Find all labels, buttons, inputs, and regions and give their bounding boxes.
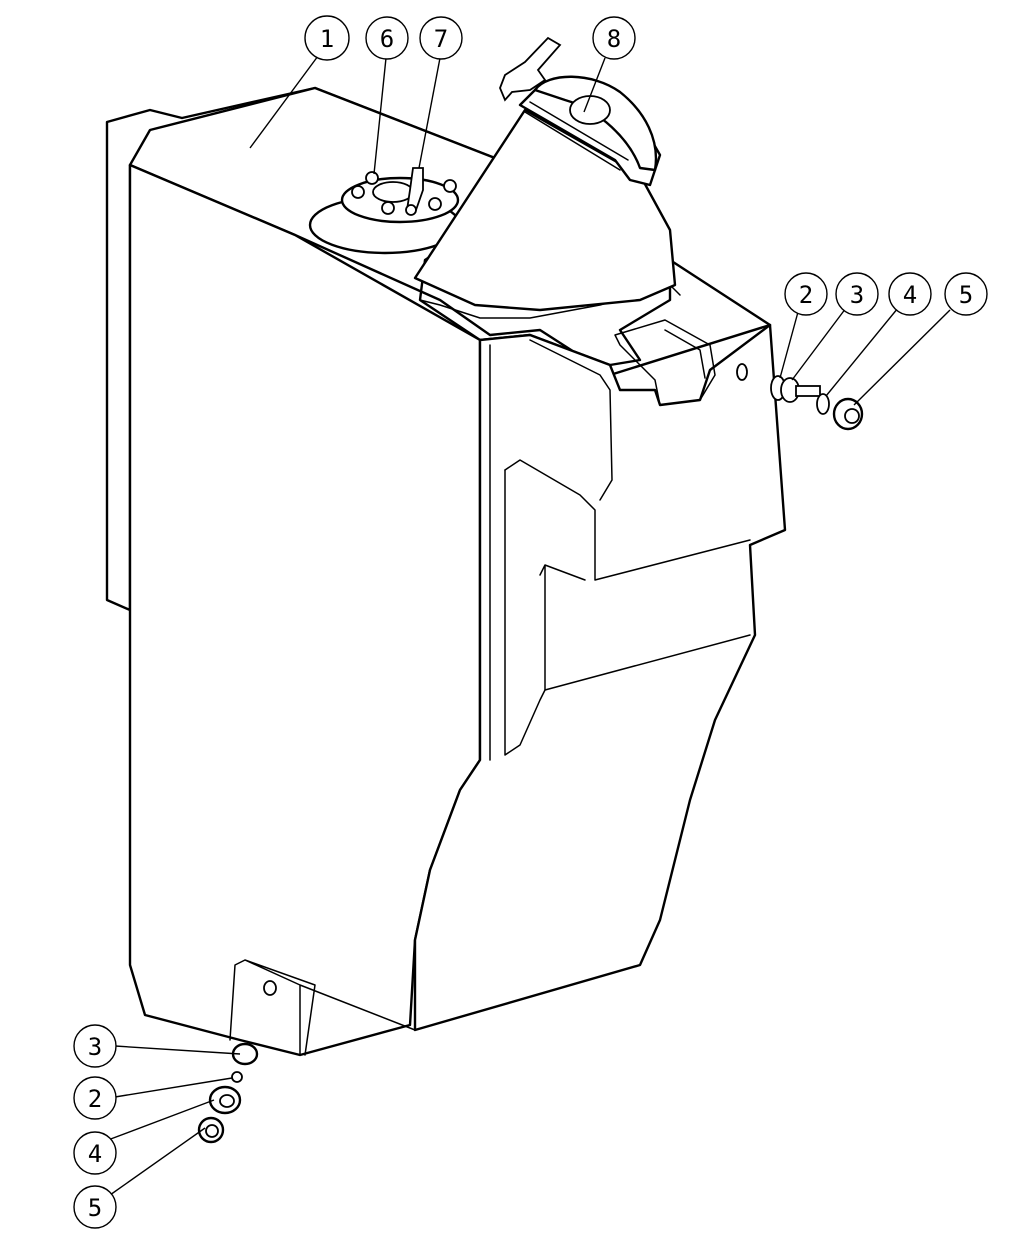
tank-lower-panel	[229, 959, 416, 1056]
callout-balloons: 1 6 7 8 2 3 4 5	[73, 15, 988, 1229]
tank-right-face	[413, 323, 787, 1032]
tank-top-pocket	[614, 319, 716, 406]
balloon-2-left-label: 2	[88, 1085, 102, 1113]
balloon-3-right-label: 3	[850, 281, 864, 309]
balloon-8: 8	[592, 16, 636, 60]
right-nut-bore	[844, 408, 860, 424]
filler-neck	[413, 108, 677, 312]
leader-3l	[114, 1045, 241, 1055]
filler-neck-assembly	[413, 36, 677, 312]
balloon-5-right-label: 5	[959, 281, 973, 309]
balloon-4-left-label: 4	[88, 1140, 102, 1168]
balloon-5-left: 5	[73, 1185, 117, 1229]
balloon-4-left: 4	[73, 1131, 117, 1175]
balloon-7-label: 7	[434, 25, 448, 53]
mounting-hole-lower	[263, 980, 277, 996]
fuel-tank-body	[105, 86, 787, 1057]
sender-bolt-2	[351, 185, 365, 199]
balloon-5-left-label: 5	[88, 1194, 102, 1222]
right-washer-4	[816, 393, 830, 415]
leader-5r	[853, 309, 951, 406]
tank-step-edge-4	[529, 339, 613, 501]
balloon-2-left: 2	[73, 1076, 117, 1120]
balloon-5-right: 5	[944, 272, 988, 316]
balloon-2-right: 2	[784, 272, 828, 316]
lower-washer-4-bore	[219, 1094, 235, 1108]
sender-bolt-1	[365, 171, 379, 185]
mounting-hole-right	[736, 363, 748, 381]
balloon-2-right-label: 2	[799, 281, 813, 309]
tank-step-edge-3	[539, 564, 586, 691]
balloon-1: 1	[304, 15, 350, 61]
lower-nut-bore	[205, 1124, 219, 1138]
balloon-3-right: 3	[835, 272, 879, 316]
tank-step-edge-2	[504, 469, 751, 756]
filler-cap-window	[569, 95, 611, 125]
balloon-3-left: 3	[73, 1024, 117, 1068]
balloon-4-right: 4	[888, 272, 932, 316]
sender-bolt-4	[428, 197, 442, 211]
right-drain-fitting	[770, 375, 864, 431]
sender-center-boss	[372, 181, 414, 203]
filler-cap-dome	[533, 75, 658, 172]
tank-step-edge-1	[489, 344, 751, 761]
sender-bolt-3	[381, 201, 395, 215]
balloon-4-right-label: 4	[903, 281, 917, 309]
leader-7	[418, 57, 441, 169]
balloon-6: 6	[365, 16, 409, 60]
sender-pipe-end	[405, 204, 417, 216]
filler-cap-tether	[499, 36, 562, 102]
leader-lines	[107, 55, 951, 1196]
leader-3r	[791, 307, 847, 381]
lower-washer-2	[231, 1071, 243, 1083]
sender-bolt-5	[443, 179, 457, 193]
balloon-7: 7	[419, 16, 463, 60]
balloon-3-left-label: 3	[88, 1033, 102, 1061]
balloon-6-label: 6	[380, 25, 394, 53]
filler-cap-seal-line	[524, 101, 629, 171]
leader-6	[373, 57, 387, 175]
leader-4r	[825, 307, 899, 397]
balloon-1-label: 1	[320, 25, 334, 53]
leader-2l	[114, 1077, 233, 1098]
leader-1	[249, 55, 319, 149]
balloon-8-label: 8	[607, 25, 621, 53]
lower-drain-fitting	[197, 1042, 259, 1144]
fuel-sender-unit	[308, 167, 462, 255]
leader-4l	[107, 1099, 215, 1141]
right-stem	[795, 385, 821, 397]
leader-2r	[779, 311, 799, 379]
leader-5l	[109, 1127, 206, 1196]
leader-8	[583, 57, 606, 113]
